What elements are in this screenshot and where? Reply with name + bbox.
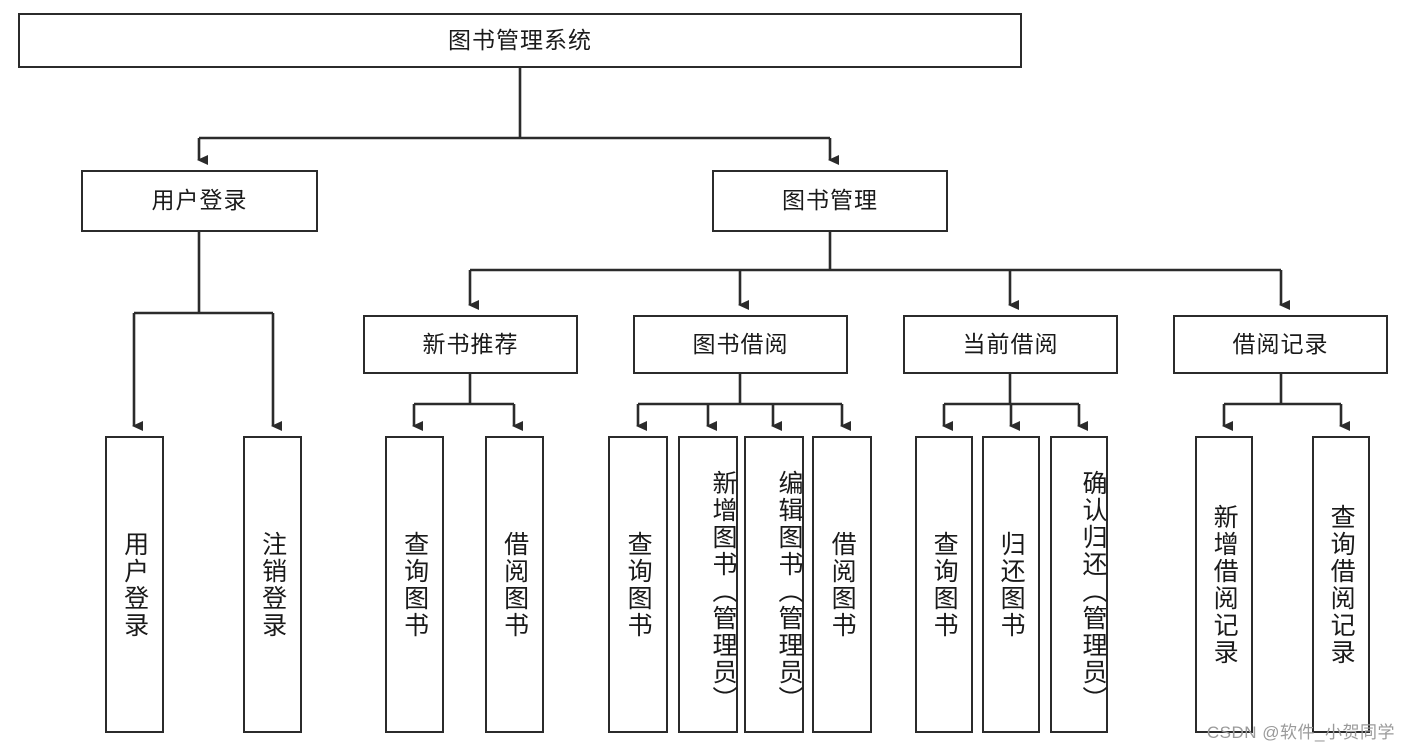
node-label: 编辑图书（管理员）	[775, 470, 803, 713]
leaf-new-book-borrow-book[interactable]: 借阅图书	[485, 436, 544, 733]
node-label: 归还图书	[997, 530, 1026, 639]
node-label: 图书管理系统	[448, 26, 592, 53]
node-label: 图书借阅	[692, 330, 789, 357]
node-label: 借阅图书	[828, 530, 857, 639]
leaf-current-borrow-return-book[interactable]: 归还图书	[982, 436, 1040, 733]
node-label: 查询图书	[930, 530, 959, 639]
leaf-current-borrow-query-book[interactable]: 查询图书	[915, 436, 973, 733]
leaf-book-borrow-query-book[interactable]: 查询图书	[608, 436, 668, 733]
watermark-text: CSDN @软件_小贺同学	[1206, 723, 1395, 742]
node-label: 确认归还（管理员）	[1079, 470, 1107, 713]
node-label: 新增图书（管理员）	[709, 470, 737, 713]
leaf-borrow-record-query-record[interactable]: 查询借阅记录	[1312, 436, 1370, 733]
node-label: 新增借阅记录	[1210, 503, 1239, 666]
leaf-new-book-query-book[interactable]: 查询图书	[385, 436, 444, 733]
node-new-book-recommend[interactable]: 新书推荐	[363, 315, 578, 374]
node-root-book-management-system[interactable]: 图书管理系统	[18, 13, 1022, 68]
leaf-book-borrow-borrow-book[interactable]: 借阅图书	[812, 436, 872, 733]
leaf-book-borrow-edit-book-admin[interactable]: 编辑图书（管理员）	[744, 436, 804, 733]
node-label: 查询图书	[400, 530, 429, 639]
node-book-borrow[interactable]: 图书借阅	[633, 315, 848, 374]
leaf-user-login-login[interactable]: 用户登录	[105, 436, 164, 733]
node-label: 用户登录	[151, 187, 248, 214]
node-label: 借阅图书	[500, 530, 529, 639]
node-label: 用户登录	[120, 530, 149, 639]
node-label: 查询借阅记录	[1327, 503, 1356, 666]
leaf-user-login-logout[interactable]: 注销登录	[243, 436, 302, 733]
leaf-current-borrow-confirm-return-admin[interactable]: 确认归还（管理员）	[1050, 436, 1108, 733]
node-label: 借阅记录	[1232, 330, 1329, 357]
node-label: 查询图书	[624, 530, 653, 639]
node-label: 图书管理	[782, 187, 878, 214]
node-label: 当前借阅	[962, 330, 1059, 357]
leaf-borrow-record-add-record[interactable]: 新增借阅记录	[1195, 436, 1253, 733]
node-borrow-record[interactable]: 借阅记录	[1173, 315, 1388, 374]
node-user-login[interactable]: 用户登录	[81, 170, 318, 232]
node-label: 注销登录	[258, 530, 287, 639]
node-current-borrow[interactable]: 当前借阅	[903, 315, 1118, 374]
node-book-management[interactable]: 图书管理	[712, 170, 948, 232]
leaf-book-borrow-add-book-admin[interactable]: 新增图书（管理员）	[678, 436, 738, 733]
node-label: 新书推荐	[422, 330, 519, 357]
